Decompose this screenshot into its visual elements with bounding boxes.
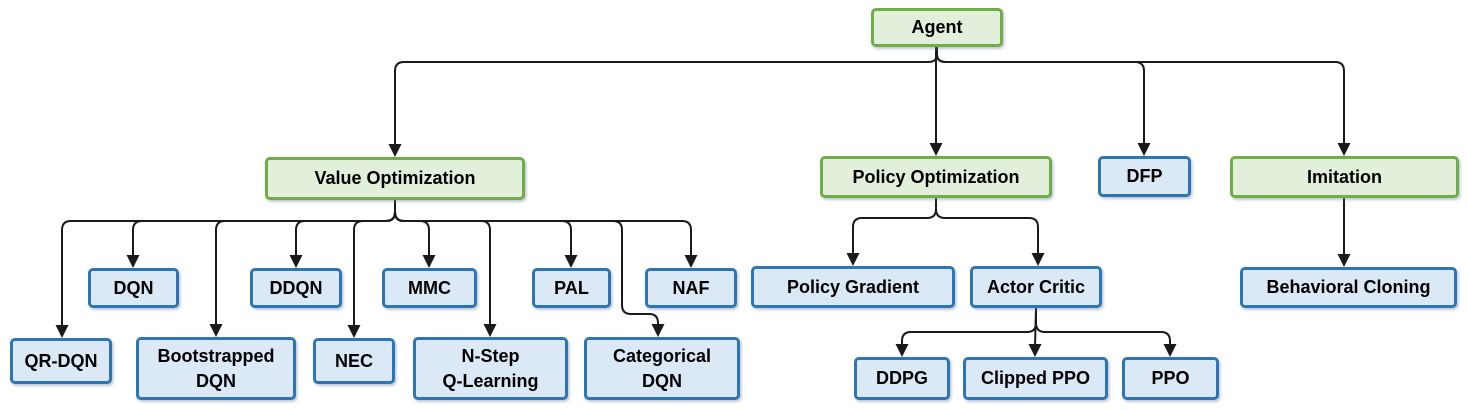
node-ddqn: DDQN [250,268,342,308]
arrowhead-n_step_q_learning [483,324,497,337]
node-ppo: PPO [1122,357,1219,400]
arrowhead-naf [684,255,698,268]
node-dqn: DQN [88,268,179,308]
arrowhead-behavioral_cloning [1337,254,1351,267]
node-nec: NEC [313,338,395,384]
edge-value_optimization-dqn [132,200,396,257]
arrowhead-nec [347,325,361,338]
arrowhead-categorical_dqn [651,324,665,337]
node-ddpg: DDPG [854,357,950,400]
arrowhead-policy_gradient [846,253,860,266]
node-imitation: Imitation [1230,156,1459,198]
node-policy-optimization: Policy Optimization [820,156,1052,198]
node-pal: PAL [532,268,611,308]
node-mmc: MMC [382,268,477,308]
node-actor-critic: Actor Critic [970,266,1102,308]
node-naf: NAF [645,268,737,308]
node-behavioral-cloning: Behavioral Cloning [1240,267,1457,308]
arrowhead-dfp [1137,143,1151,156]
arrowhead-ddpg [895,344,909,357]
arrowhead-pal [564,255,578,268]
edge-policy_optimization-policy_gradient [852,198,937,255]
arrowhead-qr_dqn [55,325,69,338]
edge-actor_critic-ppo [1035,308,1171,346]
edge-actor_critic-ddpg [901,308,1037,346]
edge-value_optimization-mmc [394,200,430,257]
arrowhead-mmc [422,255,436,268]
edge-value_optimization-ddqn [295,200,396,257]
node-categorical-dqn: Categorical DQN [584,337,740,400]
edge-agent-value_optimization [394,47,938,146]
node-value-optimization: Value Optimization [265,157,525,200]
node-policy-gradient: Policy Gradient [751,266,955,308]
edge-policy_optimization-actor_critic [935,198,1039,255]
arrowhead-ddqn [289,255,303,268]
arrowhead-bootstrapped_dqn [209,324,223,337]
node-agent: Agent [871,8,1003,47]
arrowhead-actor_critic [1031,253,1045,266]
arrowhead-policy_optimization [929,143,943,156]
node-n-step-q-learning: N-Step Q-Learning [413,337,568,400]
arrowhead-value_optimization [388,144,402,157]
node-clipped-ppo: Clipped PPO [963,357,1108,400]
arrowhead-dqn [126,255,140,268]
arrowhead-imitation [1337,143,1351,156]
arrowhead-ppo [1163,344,1177,357]
node-dfp: DFP [1098,156,1191,197]
arrowhead-clipped_ppo [1028,344,1042,357]
node-qr-dqn: QR-DQN [10,338,112,384]
edge-value_optimization-pal [394,200,572,257]
node-bootstrapped-dqn: Bootstrapped DQN [136,337,296,400]
edge-agent-imitation [936,47,1345,145]
edge-value_optimization-naf [394,200,692,257]
